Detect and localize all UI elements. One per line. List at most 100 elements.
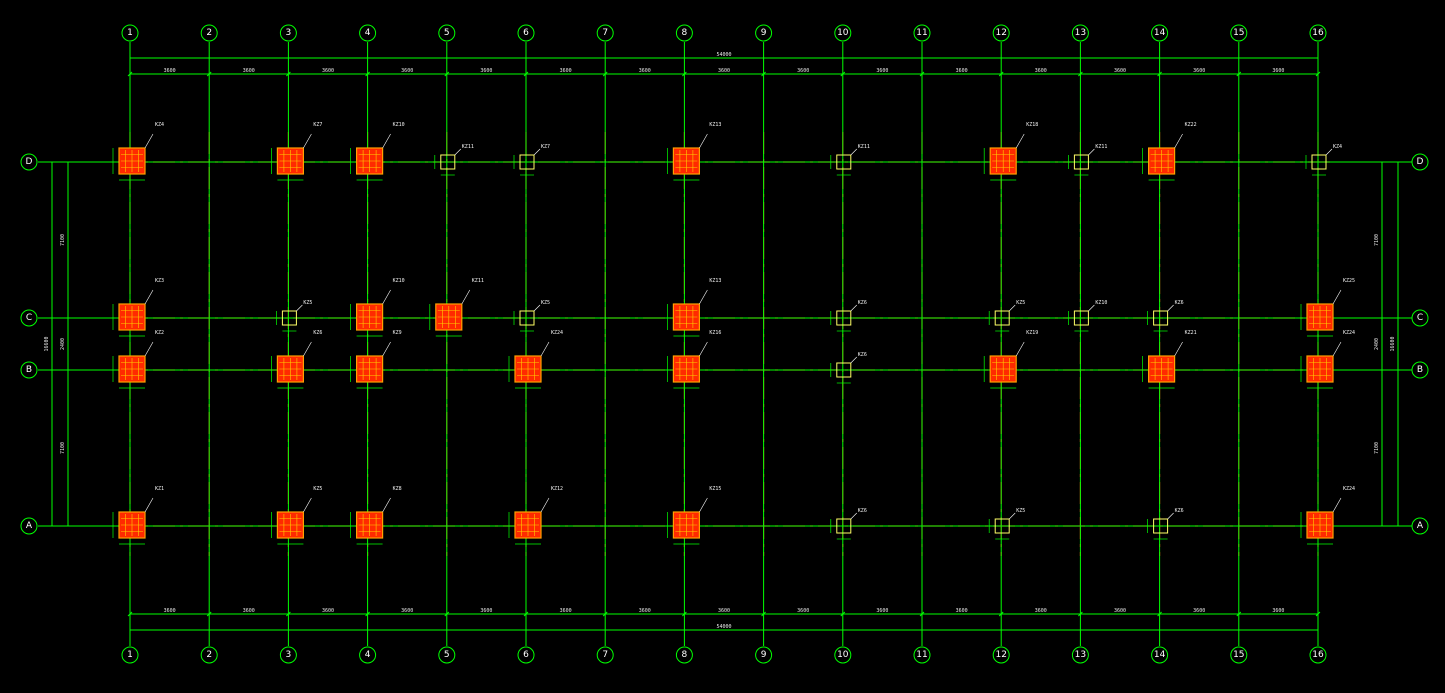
column-label: KZ6: [858, 352, 867, 358]
column-leader: [1167, 304, 1174, 312]
column-section-empty: [1311, 154, 1327, 170]
axis-bubble-top-12-circle: [992, 24, 1010, 42]
axis-bubble-bottom-13-label: 13: [1075, 650, 1086, 660]
column-label: KZ15: [709, 486, 721, 492]
dim-top-span-label: 3600: [560, 68, 572, 74]
column-leader: [1015, 341, 1025, 357]
axis-bubble-top-13-label: 13: [1075, 28, 1086, 38]
axis-bubble-left-B-circle: [20, 361, 38, 379]
column-label: KZ5: [303, 300, 312, 306]
dim-top-span-label: 3600: [1035, 68, 1047, 74]
column-8-A: KZ15: [667, 486, 721, 545]
dim-bottom-span-label: 3600: [956, 608, 968, 614]
column-section-empty: [519, 310, 535, 326]
axis-bubble-bottom-9-label: 9: [761, 650, 767, 660]
column-1-B: KZ2: [112, 330, 164, 389]
column-leader: [454, 148, 462, 156]
dim-top-span-label: 3600: [956, 68, 968, 74]
dim-left-span-label: 2400: [60, 338, 66, 350]
column-section-empty: [440, 154, 456, 170]
column-label: KZ5: [1016, 300, 1025, 306]
column-label: KZ10: [393, 278, 405, 284]
dim-bottom-tick: [365, 611, 370, 617]
column-label: KZ2: [155, 330, 164, 336]
dim-bottom-tick: [998, 611, 1004, 617]
dimension-chains: 54000 3600 3600 3600 3600 3600 3600 3600 3600 360…: [44, 52, 1399, 631]
axis-bubble-top-1-label: 1: [127, 28, 133, 38]
column-leader: [699, 289, 708, 305]
dim-top-total-label: 54000: [716, 52, 731, 58]
dim-bottom-span-label: 3600: [322, 608, 334, 614]
axis-bubble-bottom-3-label: 3: [286, 650, 292, 660]
dim-bottom-tick: [286, 611, 291, 617]
column-label: KZ24: [551, 330, 563, 336]
column-12-B: KZ19: [983, 330, 1038, 389]
column-leader: [1174, 341, 1183, 357]
column-leader: [850, 356, 858, 364]
dim-top-tick: [840, 71, 846, 77]
column-label: KZ8: [393, 486, 402, 492]
column-leader: [1325, 148, 1333, 156]
column-5-C: KZ11: [429, 278, 484, 337]
column-label: KZ5: [1016, 508, 1025, 514]
dim-left-total-label: 16600: [44, 336, 50, 351]
dim-top-tick: [1315, 71, 1321, 77]
dim-top-tick: [444, 71, 450, 77]
axis-bubble-bottom-6-circle: [517, 646, 535, 664]
axis-bubble-top-3-label: 3: [286, 28, 292, 38]
column-6-B: KZ24: [508, 330, 563, 389]
column-label: KZ3: [155, 278, 164, 284]
column-3-C: KZ5: [276, 300, 312, 332]
column-label: KZ5: [313, 486, 322, 492]
axis-bubble-bottom-2-label: 2: [206, 650, 212, 660]
column-label: KZ4: [1333, 144, 1342, 150]
column-section-empty: [1073, 310, 1089, 326]
axis-bubble-top-2-circle: [200, 24, 218, 42]
axis-bubble-bottom-9-circle: [755, 646, 773, 664]
dim-top-span-label: 3600: [164, 68, 176, 74]
dim-left-span-label: 7100: [60, 442, 66, 454]
grid-axes: [38, 42, 1412, 646]
axis-bubble-left-A-circle: [20, 517, 38, 535]
axis-bubble-left-D-circle: [20, 153, 38, 171]
axis-bubble-top-12-label: 12: [995, 28, 1006, 38]
axis-bubble-bottom-5-circle: [438, 646, 456, 664]
column-label: KZ25: [1343, 278, 1355, 284]
column-14-C: KZ6: [1147, 300, 1184, 332]
axis-bubble-top-15-circle: [1230, 24, 1248, 42]
axis-bubble-left-C-label: C: [26, 313, 32, 323]
column-leader: [303, 133, 312, 149]
dim-top-tick: [1157, 71, 1162, 77]
column-10-D: KZ11: [830, 144, 870, 176]
dim-bottom-tick: [1315, 611, 1321, 617]
column-leader: [382, 497, 391, 513]
column-leader: [1167, 512, 1174, 520]
column-label: KZ6: [858, 508, 867, 514]
axis-bubble-bottom-16-circle: [1309, 646, 1327, 664]
column-label: KZ10: [393, 122, 405, 128]
column-10-B: KZ6: [830, 352, 867, 384]
column-label: KZ4: [155, 122, 164, 128]
axis-bubble-top-8-circle: [675, 24, 693, 42]
dim-top-tick: [206, 71, 212, 77]
column-leader: [1015, 133, 1025, 149]
column-leader: [1088, 148, 1095, 156]
axis-bubble-top-9-label: 9: [761, 28, 767, 38]
axis-bubble-bottom-7-circle: [596, 646, 614, 664]
axis-bubble-bottom-16-label: 16: [1312, 650, 1324, 660]
axis-bubble-top-10-circle: [834, 24, 852, 42]
column-label: KZ24: [1343, 486, 1355, 492]
dim-bottom-span-label: 3600: [243, 608, 255, 614]
axis-bubble-bottom-8-label: 8: [682, 650, 688, 660]
column-section-empty: [1153, 518, 1169, 534]
column-leader: [540, 497, 550, 513]
column-14-B: KZ21: [1142, 330, 1197, 389]
column-3-B: KZ6: [271, 330, 322, 389]
axis-bubble-bottom-14-label: 14: [1154, 650, 1166, 660]
column-13-D: KZ11: [1068, 144, 1107, 176]
axis-bubble-bottom-12-circle: [992, 646, 1010, 664]
dim-bottom-tick: [444, 611, 450, 617]
dim-bottom-span-label: 3600: [1272, 608, 1284, 614]
dim-top-span-label: 3600: [876, 68, 888, 74]
